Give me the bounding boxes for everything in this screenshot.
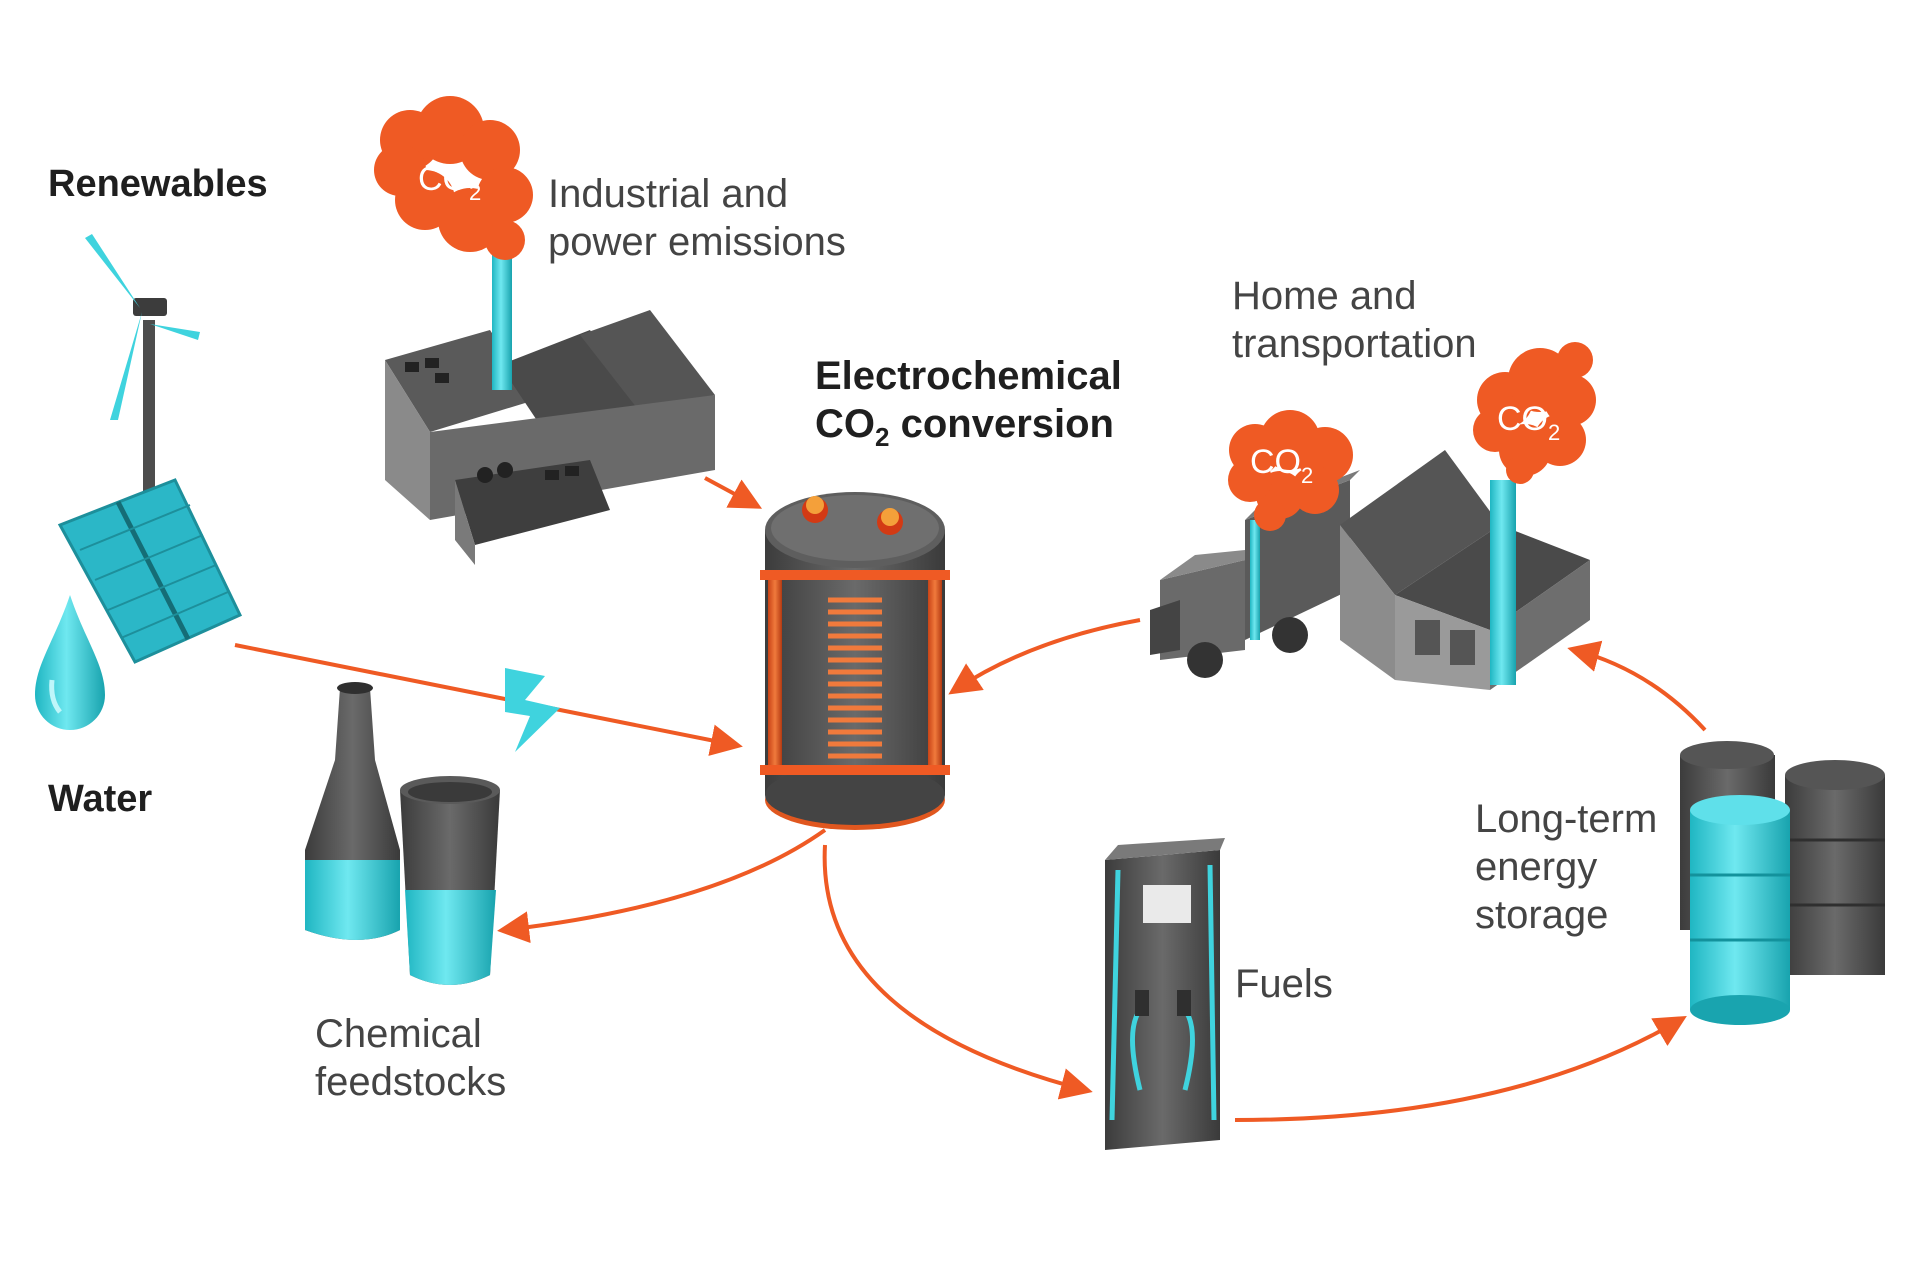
flask-icon: [305, 682, 400, 940]
barrel-icon: [1680, 741, 1885, 1025]
label-storage: Long-term energy storage: [1475, 795, 1657, 939]
co2-cloud-factory: CO2: [374, 96, 533, 260]
label-home: Home and transportation: [1232, 272, 1477, 368]
label-chemical: Chemical feedstocks: [315, 1010, 506, 1106]
label-chemical-line1: Chemical: [315, 1012, 482, 1056]
fuel-pump-icon: [1105, 838, 1225, 1150]
arrow-factory-to-reactor: [704, 476, 763, 509]
arrow-storage-to-home: [1567, 640, 1707, 732]
label-electrochemical-line1: Electrochemical: [815, 354, 1122, 398]
svg-text:CO2: CO2: [1250, 443, 1313, 488]
label-storage-line3: storage: [1475, 893, 1609, 937]
arrow-fuels-to-storage: [1234, 1015, 1687, 1122]
beaker-icon: [400, 776, 500, 985]
label-storage-line1: Long-term: [1475, 797, 1658, 841]
water-drop-icon: [35, 595, 105, 730]
label-storage-line2: energy: [1475, 845, 1598, 889]
factory-icon: [385, 250, 715, 565]
reactor-coils: [828, 597, 882, 759]
reactor-icon: [760, 492, 950, 830]
co2-cloud-truck: CO2: [1228, 410, 1353, 531]
label-home-line1: Home and: [1232, 274, 1417, 318]
solar-panel-icon: [57, 478, 243, 664]
lightning-icon: [505, 668, 560, 752]
label-electrochemical-line2: CO2 conversion: [815, 402, 1114, 452]
label-fuels: Fuels: [1235, 962, 1333, 1006]
arrow-reactor-to-chemicals: [497, 828, 827, 944]
arrow-reactor-to-fuels: [822, 844, 1093, 1100]
wind-turbine-icon: [85, 234, 200, 495]
co2-cloud-house: CO2: [1473, 342, 1596, 484]
arrow-home-to-reactor: [948, 618, 1141, 695]
label-home-line2: transportation: [1232, 322, 1477, 366]
flow-arrows: [234, 476, 1707, 1122]
label-renewables: Renewables: [48, 163, 268, 205]
label-water: Water: [48, 778, 153, 820]
label-industrial-line1: Industrial and: [548, 172, 789, 216]
house-icon: [1340, 450, 1590, 690]
label-industrial: Industrial and power emissions: [548, 170, 846, 266]
label-electrochemical: Electrochemical CO2 conversion: [815, 352, 1122, 461]
svg-text:CO2: CO2: [1497, 400, 1560, 445]
label-chemical-line2: feedstocks: [315, 1060, 507, 1104]
label-industrial-line2: power emissions: [548, 220, 846, 264]
arrow-renewables-to-reactor: [234, 643, 743, 756]
svg-text:CO2: CO2: [418, 160, 481, 205]
